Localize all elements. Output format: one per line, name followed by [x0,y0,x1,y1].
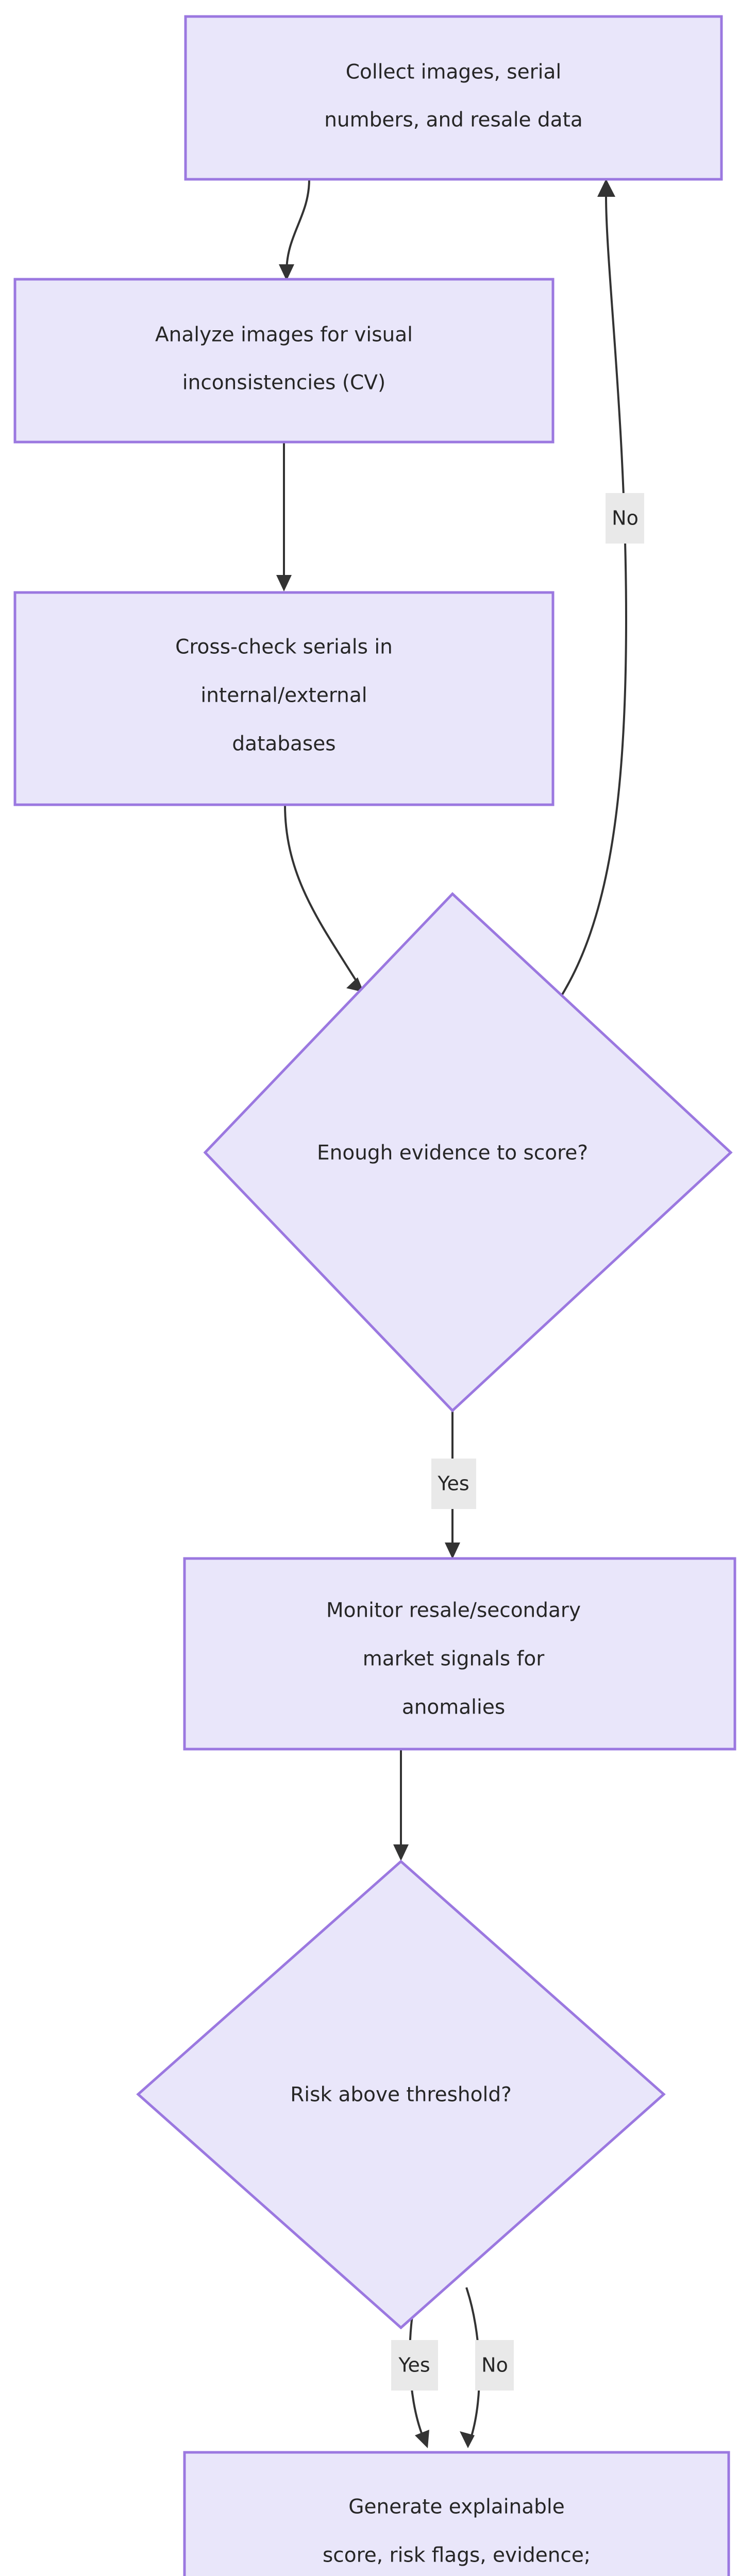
edge-label-background [391,2340,438,2391]
edge-label-background [431,1459,476,1509]
edge-monitor-to-risk [393,1749,409,1861]
node-label: Collect images, serial [346,61,561,84]
arrow-head-icon [346,977,364,992]
edge-label-text: Yes [398,2354,430,2377]
edge-crosscheck-to-evidence [284,804,364,992]
node-rect[interactable] [183,1557,736,1751]
edge-analyze-to-crosscheck [276,443,292,591]
node-label: databases [232,733,335,756]
node-diamond[interactable] [203,892,733,1413]
node-rect[interactable] [13,591,555,806]
arrow-head-icon [597,179,615,197]
edge-label-text: No [612,507,639,530]
edge-label-no-2: No [475,2340,514,2391]
node-label: Monitor resale/secondary [326,1599,581,1622]
node-label: score, risk flags, evidence; [323,2544,591,2567]
node-rect[interactable] [13,278,555,444]
edge-path [285,179,310,273]
edge-path [558,196,628,1001]
edge-label-background [606,493,644,544]
node-label: numbers, and resale data [324,109,583,132]
edge-evidence-to-collect [558,179,628,1001]
edge-label-text: Yes [437,1472,469,1495]
node-rect[interactable] [184,15,723,181]
edge-collect-to-analyze [279,179,310,281]
node-label: internal/external [200,684,367,707]
arrow-head-icon [445,1543,460,1559]
node-generate[interactable]: Generate explainable score, risk flags, … [183,2451,730,2576]
arrow-head-icon [276,575,292,591]
node-label: inconsistencies (CV) [182,371,385,395]
node-diamond[interactable] [136,1859,666,2330]
node-monitor[interactable]: Monitor resale/secondary market signals … [183,1557,736,1751]
node-label: anomalies [402,1696,505,1719]
node-label: Risk above threshold? [290,2083,512,2107]
arrow-head-icon [279,264,294,281]
node-collect[interactable]: Collect images, serial numbers, and resa… [184,15,723,181]
edge-label-yes-2: Yes [391,2340,438,2391]
node-label: market signals for [363,1648,545,1671]
node-evidence[interactable]: Enough evidence to score? [203,892,733,1413]
edge-label-text: No [481,2354,508,2377]
edge-label-no-1: No [606,493,644,544]
edge-path [284,804,358,982]
node-label: Cross-check serials in [175,636,393,659]
edge-label-background [475,2340,514,2391]
node-analyze[interactable]: Analyze images for visual inconsistencie… [13,278,555,444]
node-risk[interactable]: Risk above threshold? [136,1859,666,2330]
arrow-head-icon [415,2430,429,2448]
node-crosscheck[interactable]: Cross-check serials in internal/external… [13,591,555,806]
node-label: Enough evidence to score? [317,1142,588,1165]
arrow-head-icon [393,1844,409,1861]
edge-label-yes-1: Yes [431,1459,476,1509]
node-label: Analyze images for visual [155,324,413,347]
node-label: Generate explainable [348,2496,564,2519]
node-rect[interactable] [183,2451,730,2576]
arrow-head-icon [460,2431,475,2448]
